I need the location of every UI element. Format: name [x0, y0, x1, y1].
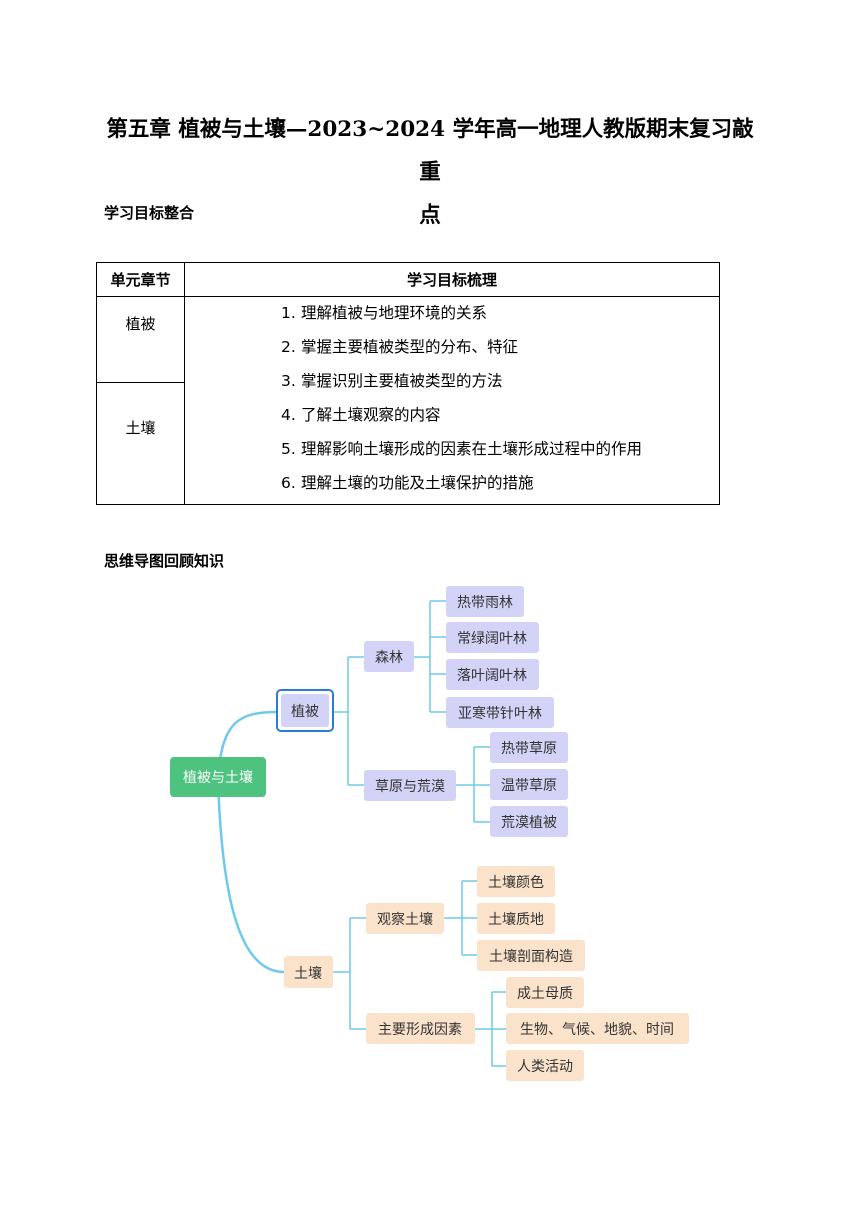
svg-text:亚寒带针叶林: 亚寒带针叶林 [458, 705, 542, 722]
title-line-1: 第五章 植被与土壤—2023~2024 学年高一地理人教版期末复习敲重 [106, 117, 754, 185]
goals-table: 单元章节 学习目标梳理 植被 1.理解植被与地理环境的关系 2.掌握主要植被类型… [96, 262, 720, 505]
soil-label: 土壤 [294, 965, 322, 982]
grassland-label: 草原与荒漠 [375, 779, 445, 795]
document-title: 第五章 植被与土壤—2023~2024 学年高一地理人教版期末复习敲重 点 [96, 108, 764, 237]
svg-text:温带草原: 温带草原 [501, 778, 557, 794]
svg-text:常绿阔叶林: 常绿阔叶林 [457, 631, 527, 647]
svg-text:土壤颜色: 土壤颜色 [488, 874, 544, 891]
factors-leaf: 人类活动 [506, 1050, 584, 1081]
table-row: 土壤 [96, 382, 720, 505]
title-line-2: 点 [419, 203, 441, 228]
goal-item: 5.理解影响土壤形成的因素在土壤形成过程中的作用 [281, 440, 643, 458]
goal-item: 1.理解植被与地理环境的关系 [281, 304, 488, 322]
grassland-leaf: 温带草原 [490, 769, 568, 800]
root-node: 植被与土壤 [170, 757, 266, 797]
table-row: 植被 1.理解植被与地理环境的关系 2.掌握主要植被类型的分布、特征 3.掌握识… [96, 296, 720, 505]
header-unit: 单元章节 [96, 262, 185, 297]
observe-leaf: 土壤颜色 [477, 866, 555, 897]
observe-leaf: 土壤质地 [477, 903, 555, 934]
svg-text:人类活动: 人类活动 [517, 1059, 573, 1075]
section-goals-heading: 学习目标整合 [104, 204, 195, 222]
vegetation-label: 植被 [291, 704, 319, 720]
svg-text:成土母质: 成土母质 [517, 986, 573, 1002]
factors-leaf: 成土母质 [506, 977, 584, 1008]
goal-item: 3.掌握识别主要植被类型的方法 [281, 372, 503, 390]
section-mindmap-heading: 思维导图回顾知识 [104, 552, 225, 570]
svg-text:荒漠植被: 荒漠植被 [501, 815, 557, 831]
forest-leaf: 热带雨林 [446, 586, 524, 617]
forest-leaf: 常绿阔叶林 [446, 622, 539, 653]
vegetation-node: 植被 [276, 689, 334, 732]
goal-list: 1.理解植被与地理环境的关系 2.掌握主要植被类型的分布、特征 3.掌握识别主要… [281, 300, 719, 504]
table-header-row: 单元章节 学习目标梳理 [96, 262, 720, 297]
factors-leaf: 生物、气候、地貌、时间 [506, 1013, 689, 1044]
svg-text:土壤剖面构造: 土壤剖面构造 [489, 948, 573, 965]
svg-text:生物、气候、地貌、时间: 生物、气候、地貌、时间 [520, 1022, 674, 1038]
forest-node: 森林 [364, 641, 414, 672]
forest-leaf: 落叶阔叶林 [446, 659, 539, 690]
unit-vegetation: 植被 [96, 296, 185, 383]
grassland-leaf: 荒漠植被 [490, 806, 568, 837]
grassland-leaf: 热带草原 [490, 732, 568, 763]
soil-node: 土壤 [284, 956, 333, 988]
svg-text:落叶阔叶林: 落叶阔叶林 [457, 668, 527, 684]
forest-leaf: 亚寒带针叶林 [446, 697, 554, 728]
mind-map: 植被与土壤 植被 森林 热带雨林 常绿阔叶林 落叶阔叶林 亚寒带针叶林 草原与荒… [170, 586, 689, 1081]
svg-text:土壤质地: 土壤质地 [488, 911, 544, 928]
factors-label: 主要形成因素 [378, 1022, 462, 1038]
observe-node: 观察土壤 [366, 903, 444, 934]
root-label: 植被与土壤 [183, 769, 253, 786]
goal-item: 4.了解土壤观察的内容 [281, 406, 441, 424]
unit-soil: 土壤 [96, 382, 185, 505]
svg-text:热带草原: 热带草原 [501, 741, 557, 757]
forest-label: 森林 [375, 650, 403, 666]
grassland-node: 草原与荒漠 [364, 770, 456, 801]
svg-text:热带雨林: 热带雨林 [457, 595, 513, 611]
observe-leaf: 土壤剖面构造 [477, 940, 585, 971]
factors-node: 主要形成因素 [366, 1013, 475, 1044]
observe-label: 观察土壤 [377, 911, 433, 928]
goals-cell: 1.理解植被与地理环境的关系 2.掌握主要植被类型的分布、特征 3.掌握识别主要… [184, 296, 720, 505]
goal-item: 2.掌握主要植被类型的分布、特征 [281, 338, 519, 356]
goal-item: 6.理解土壤的功能及土壤保护的措施 [281, 474, 534, 492]
header-goals: 学习目标梳理 [184, 262, 720, 297]
